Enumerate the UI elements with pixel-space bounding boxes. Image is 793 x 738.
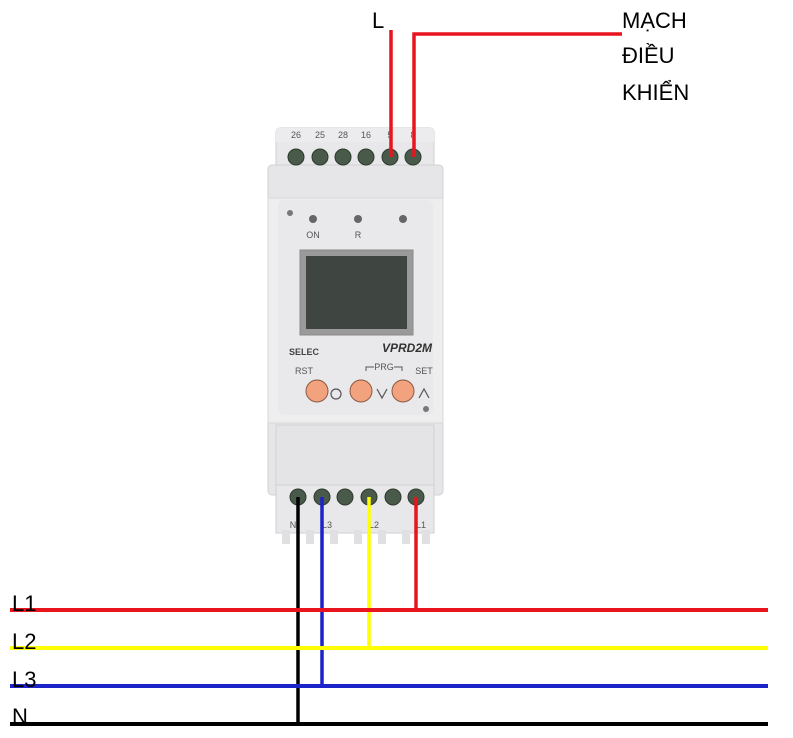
prg-bracket — [365, 366, 403, 371]
control-label-line2: ĐIỀU — [622, 43, 675, 68]
lcd-screen — [306, 256, 407, 329]
bottom-terminal-n: N — [290, 520, 297, 530]
control-label-line3: KHIỂN — [622, 80, 689, 105]
prg-down-button[interactable] — [349, 379, 373, 403]
rst-button[interactable] — [305, 379, 329, 403]
set-label: SET — [415, 366, 433, 376]
top-label-l: L — [372, 8, 384, 33]
top-terminal-3: 28 — [338, 130, 348, 140]
top-terminal-4: 16 — [361, 130, 371, 140]
relay-device: 26 25 28 16 5 8 ON R SELEC VPRD2M RST PR… — [267, 127, 444, 544]
led-r-label: R — [355, 230, 362, 240]
led-on-label: ON — [306, 230, 320, 240]
bottom-terminal-l3: L3 — [322, 520, 332, 530]
bus-label-l1: L1 — [12, 591, 36, 616]
bus-label-n: N — [12, 704, 28, 729]
corner-dot — [287, 210, 293, 216]
model-label: VPRD2M — [382, 341, 433, 355]
led-3-icon — [399, 215, 407, 223]
top-terminal-1: 26 — [291, 130, 301, 140]
up-arrow-icon — [418, 387, 430, 399]
led-r-icon — [354, 215, 362, 223]
brand-label: SELEC — [289, 347, 320, 357]
rst-label: RST — [295, 366, 314, 376]
set-up-button[interactable] — [391, 379, 415, 403]
bus-label-l2: L2 — [12, 629, 36, 654]
wire-control-out — [412, 32, 622, 157]
top-terminal-2: 25 — [315, 130, 325, 140]
circle-icon — [330, 388, 342, 400]
bottom-terminal-l1: L1 — [416, 520, 426, 530]
led-on-icon — [309, 215, 317, 223]
control-label-line1: MẠCH — [622, 8, 687, 33]
small-dot-icon — [423, 406, 429, 412]
prg-label: PRG — [374, 362, 394, 372]
bus-label-l3: L3 — [12, 667, 36, 692]
down-arrow-icon — [376, 388, 388, 400]
bottom-terminal-l2: L2 — [369, 520, 379, 530]
